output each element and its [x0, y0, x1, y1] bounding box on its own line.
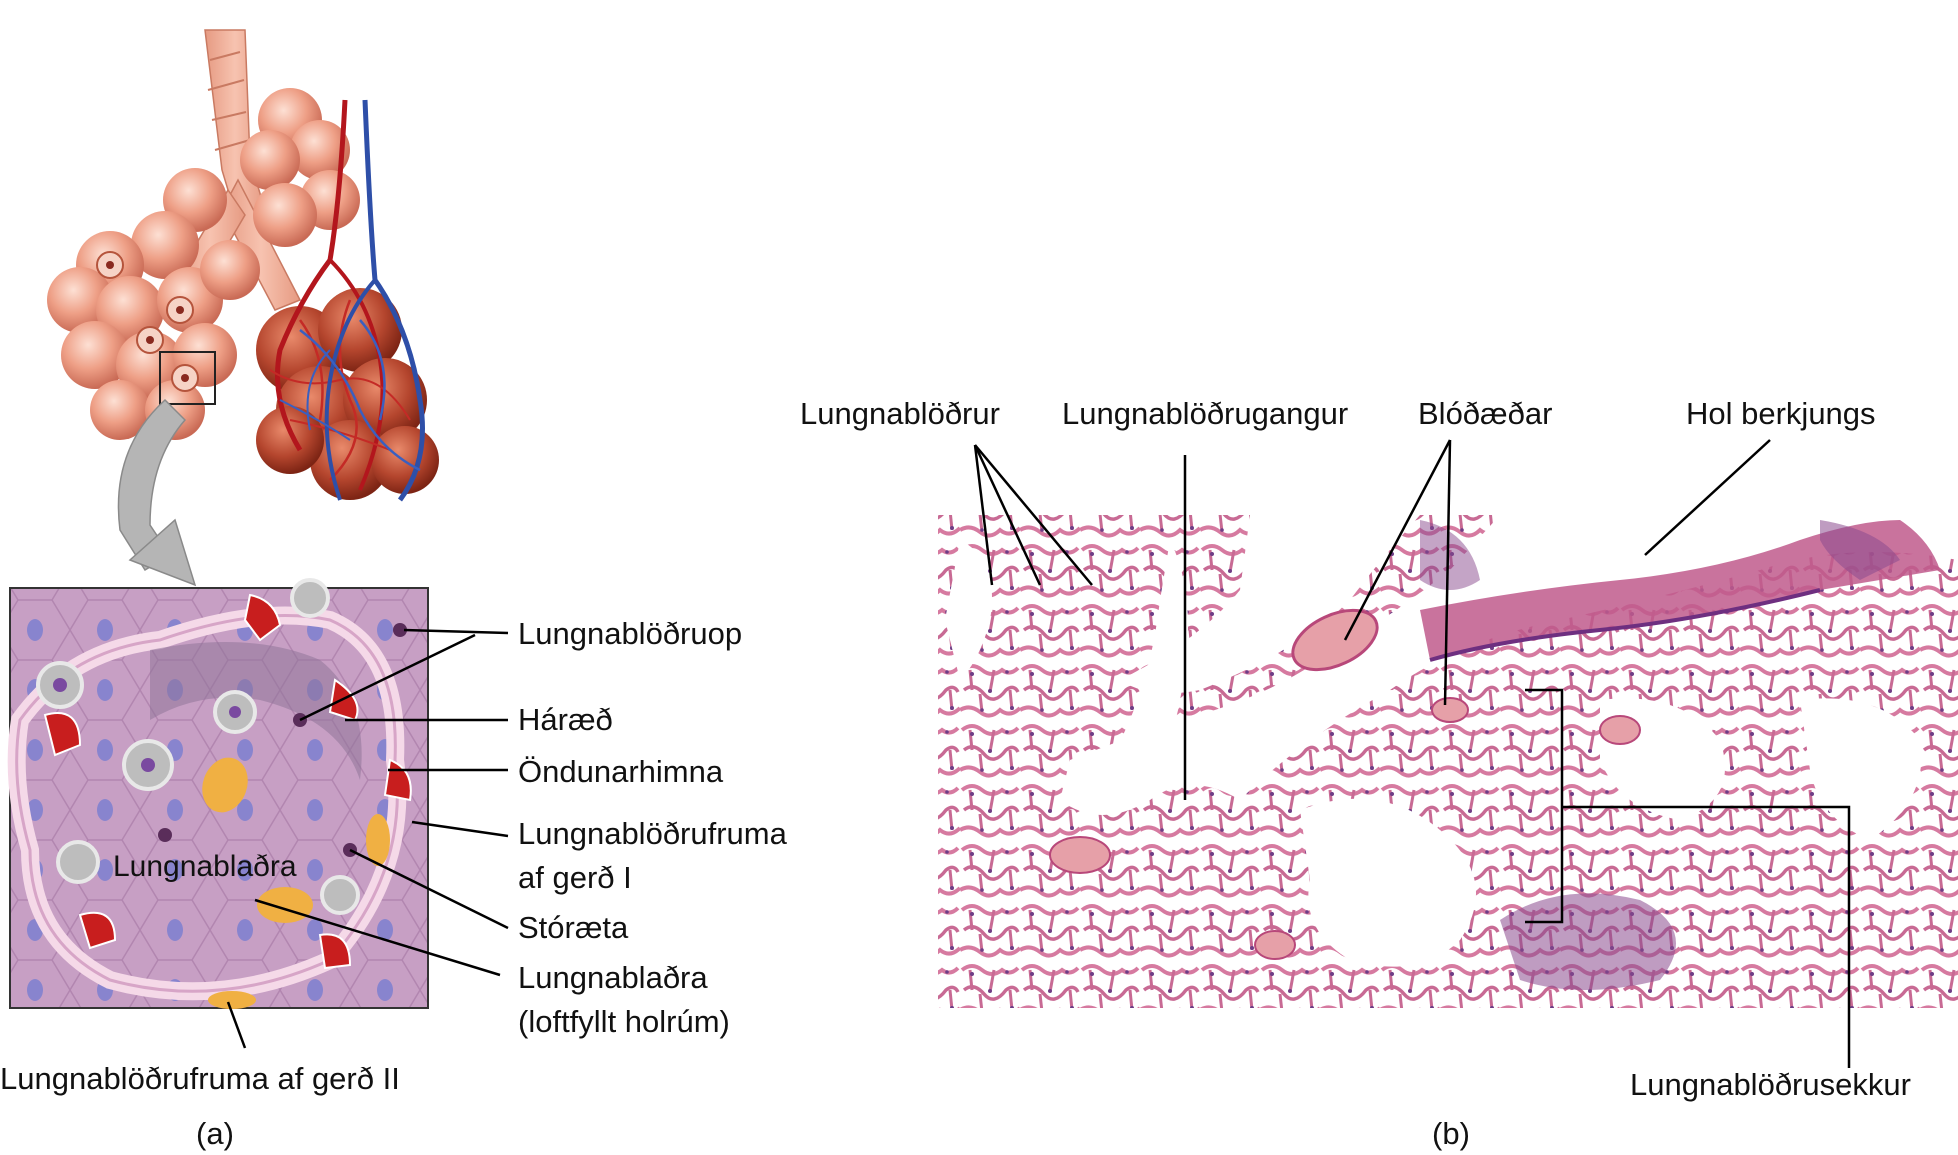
- label-alveolus-line1: Lungnablaðra: [518, 960, 708, 995]
- label-bronchiole-lumen: Hol berkjungs: [1686, 396, 1876, 431]
- label-blood-vessels: Blóðæðar: [1418, 396, 1553, 431]
- lobule-illustration: [47, 29, 439, 587]
- caption-panel-a: (a): [196, 1116, 234, 1151]
- label-type1-cell-line2: af gerð I: [518, 860, 632, 895]
- zoom-arrow: [117, 398, 187, 572]
- label-capillary: Háræð: [518, 702, 613, 737]
- label-alveolus-inner: Lungnablaðra: [113, 850, 297, 883]
- label-macrophage: Stóræta: [518, 910, 629, 945]
- label-alveoli: Lungnablöðrur: [800, 396, 1000, 431]
- label-alveolus-line2: (loftfyllt holrúm): [518, 1004, 730, 1039]
- label-alveolar-duct: Lungnablöðrugangur: [1062, 396, 1349, 431]
- panel-a-leader-lines: [226, 628, 509, 1049]
- label-alveolar-sac: Lungnablöðrusekkur: [1630, 1067, 1911, 1102]
- caption-panel-b: (b): [1432, 1116, 1470, 1151]
- label-type2-cell: Lungnablöðrufruma af gerð II: [0, 1061, 400, 1096]
- label-alveolar-pores: Lungnablöðruop: [518, 616, 743, 651]
- alveolus-cross-section: [7, 578, 429, 1009]
- alveolar-sac-cluster: [47, 88, 360, 440]
- label-respiratory-membrane: Öndunarhimna: [518, 754, 724, 789]
- zoom-box: [159, 351, 216, 405]
- label-type1-cell-line1: Lungnablöðrufruma: [518, 816, 787, 851]
- panel-b-leader-lines: [973, 439, 1851, 1068]
- vascularized-sac-cluster: [256, 99, 439, 502]
